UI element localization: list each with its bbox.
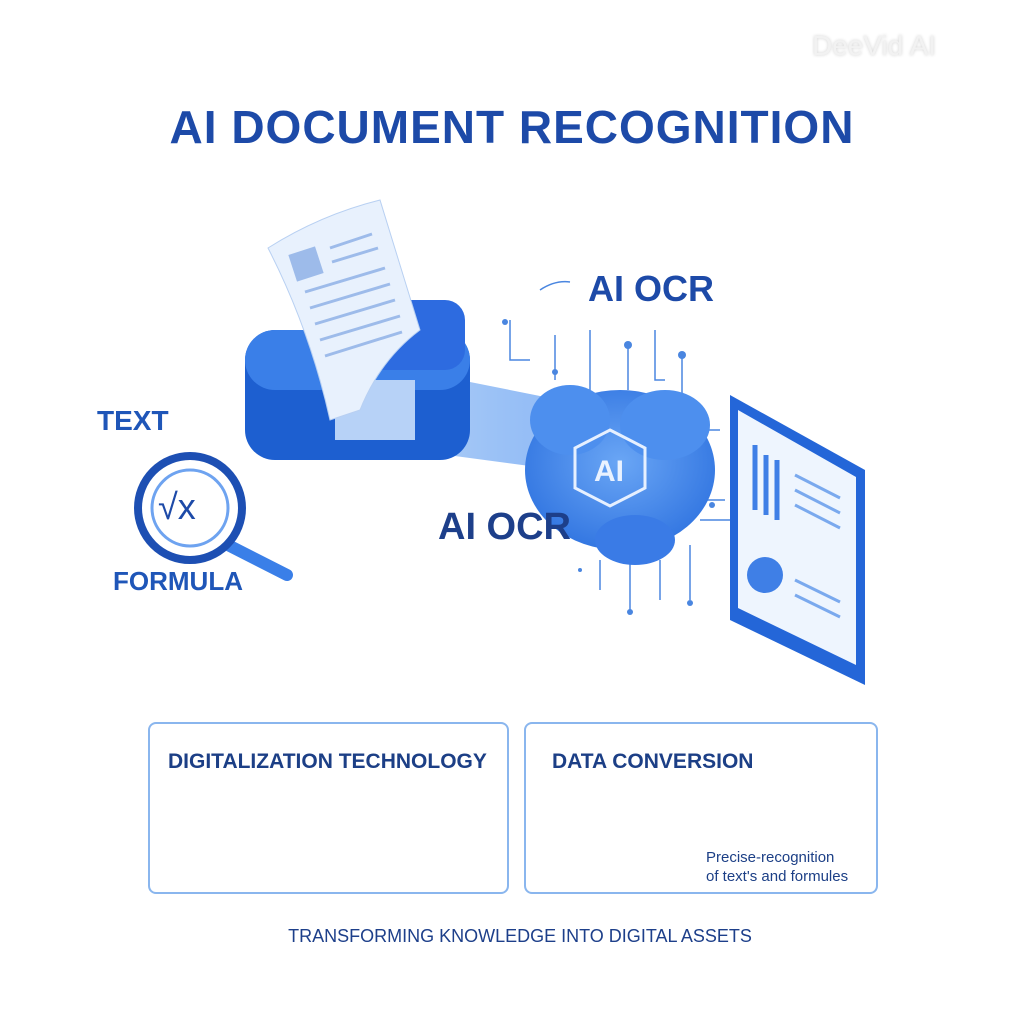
magnifier-icon bbox=[134, 452, 293, 581]
card-caption-line1: Precise-recognition bbox=[706, 849, 835, 866]
ai-ocr-label-top: AI OCR bbox=[588, 268, 714, 309]
circuit-nodes bbox=[502, 319, 715, 615]
card-title: DIGITALIZATION TECHNOLOGY bbox=[168, 750, 487, 773]
brain-ai-label: AI bbox=[594, 455, 624, 488]
footer-tagline: TRANSFORMING KNOWLEDGE INTO DIGITAL ASSE… bbox=[288, 926, 752, 946]
formula-label: FORMULA bbox=[113, 566, 243, 596]
page-title: AI DOCUMENT RECOGNITION bbox=[169, 101, 855, 153]
ai-ocr-label-mid: AI OCR bbox=[438, 506, 571, 548]
card-data-conversion: DATA CONVERSION Precise-recognition of t… bbox=[524, 722, 878, 894]
watermark: DeeVid AI bbox=[812, 30, 937, 61]
formula-symbol: √x bbox=[158, 486, 196, 527]
text-label: TEXT bbox=[97, 405, 169, 436]
ai-brain-icon bbox=[525, 385, 715, 565]
document-paper-icon bbox=[267, 199, 421, 421]
card-caption-line2: of text's and formules bbox=[706, 868, 849, 885]
card-digitalization: DIGITALIZATION TECHNOLOGY bbox=[148, 722, 509, 894]
card-title: DATA CONVERSION bbox=[552, 750, 754, 773]
tablet-report-icon bbox=[730, 395, 865, 685]
